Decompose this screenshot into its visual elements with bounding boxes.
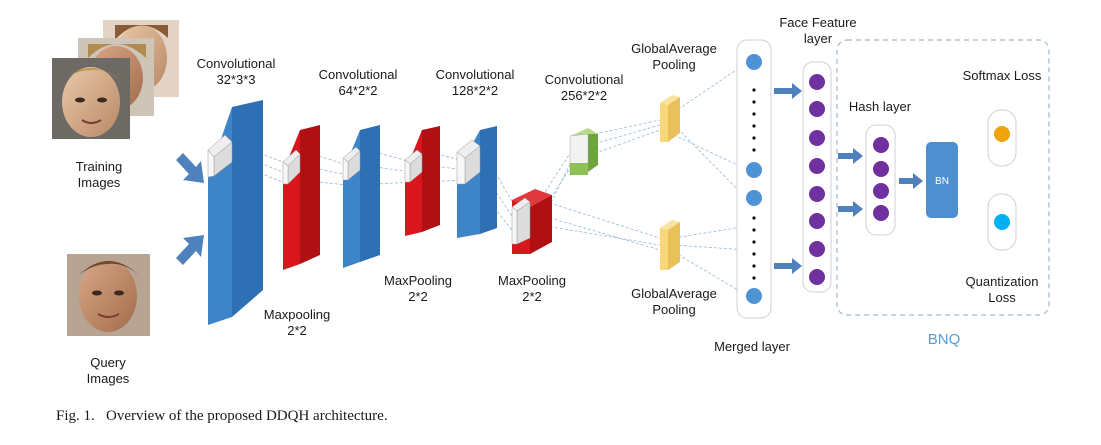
gap-layer-bottom xyxy=(660,220,680,270)
gap-top-label-2: Pooling xyxy=(652,57,695,72)
hash-layer-label: Hash layer xyxy=(849,99,912,114)
bnq-region xyxy=(836,39,1050,316)
merged-layer xyxy=(736,39,772,319)
gap-layer-top xyxy=(660,95,680,142)
training-images-label: Training xyxy=(76,159,122,174)
feature-node xyxy=(809,74,825,90)
maxpool-layer-1 xyxy=(282,125,320,270)
conv3-label: Convolutional xyxy=(436,67,515,82)
hash-node xyxy=(873,183,889,199)
bnq-label: BNQ xyxy=(928,331,961,348)
conv-layer-1 xyxy=(207,100,263,325)
hash-to-bn-arrow xyxy=(899,173,923,189)
feature-node xyxy=(809,130,825,146)
conv4-label: Convolutional xyxy=(545,72,624,87)
figure-caption: Fig. 1. Overview of the proposed DDQH ar… xyxy=(56,408,388,424)
conv2-spec: 64*2*2 xyxy=(338,83,377,98)
bn-block xyxy=(926,142,958,218)
merged-node xyxy=(746,54,762,70)
query-image xyxy=(67,254,150,336)
conv-layer-4 xyxy=(569,128,598,176)
conv2-label: Convolutional xyxy=(319,67,398,82)
conv4-spec: 256*2*2 xyxy=(561,88,607,103)
softmax-loss-node xyxy=(987,109,1017,167)
feature-node xyxy=(809,101,825,117)
softmax-loss-label: Softmax Loss xyxy=(963,68,1042,83)
conv3-spec: 128*2*2 xyxy=(452,83,498,98)
maxpool2-spec: 2*2 xyxy=(408,289,428,304)
gap-bottom-label: GlobalAverage xyxy=(631,286,717,301)
maxpool3-spec: 2*2 xyxy=(522,289,542,304)
query-images-label: Query xyxy=(90,355,126,370)
quantization-loss-label: Quantization xyxy=(966,274,1039,289)
hash-node xyxy=(873,137,889,153)
maxpool-layer-3 xyxy=(511,189,552,254)
input-arrows xyxy=(176,153,204,265)
merged-node xyxy=(746,288,762,304)
feature-node xyxy=(809,241,825,257)
training-images xyxy=(52,20,179,139)
face-feature-label: Face Feature xyxy=(779,15,856,30)
feature-to-hash-arrows xyxy=(838,148,863,217)
bn-label: BN xyxy=(935,176,949,187)
conv-layer-2 xyxy=(342,125,380,268)
maxpool2-label: MaxPooling xyxy=(384,273,452,288)
gap-top-label: GlobalAverage xyxy=(631,41,717,56)
feature-node xyxy=(809,269,825,285)
training-input-arrow xyxy=(176,153,204,183)
conv1-label: Convolutional xyxy=(197,56,276,71)
training-face-1 xyxy=(52,58,130,139)
conv-layer-3 xyxy=(456,126,497,238)
query-images-label-2: Images xyxy=(87,371,130,386)
merged-layer-label: Merged layer xyxy=(714,339,791,354)
merged-node xyxy=(746,190,762,206)
merged-to-feature-arrows xyxy=(774,83,802,274)
training-images-label-2: Images xyxy=(78,175,121,190)
merged-node xyxy=(746,162,762,178)
hash-node xyxy=(873,161,889,177)
ddqh-architecture-diagram: BN Convolutional 32*3*3 Convolutional 64… xyxy=(52,15,1050,386)
feature-node xyxy=(809,186,825,202)
hash-layer xyxy=(865,124,896,236)
query-input-arrow xyxy=(176,235,204,265)
conv1-spec: 32*3*3 xyxy=(216,72,255,87)
gap-bottom-label-2: Pooling xyxy=(652,302,695,317)
quantization-loss-label-2: Loss xyxy=(988,290,1016,305)
hash-node xyxy=(873,205,889,221)
face-feature-label-2: layer xyxy=(804,31,833,46)
feature-node xyxy=(809,158,825,174)
maxpool1-label: Maxpooling xyxy=(264,307,331,322)
face-feature-layer xyxy=(802,61,832,293)
maxpool3-label: MaxPooling xyxy=(498,273,566,288)
maxpool-layer-2 xyxy=(404,126,440,236)
quantization-loss-node xyxy=(987,193,1017,251)
maxpool1-spec: 2*2 xyxy=(287,323,307,338)
feature-node xyxy=(809,213,825,229)
